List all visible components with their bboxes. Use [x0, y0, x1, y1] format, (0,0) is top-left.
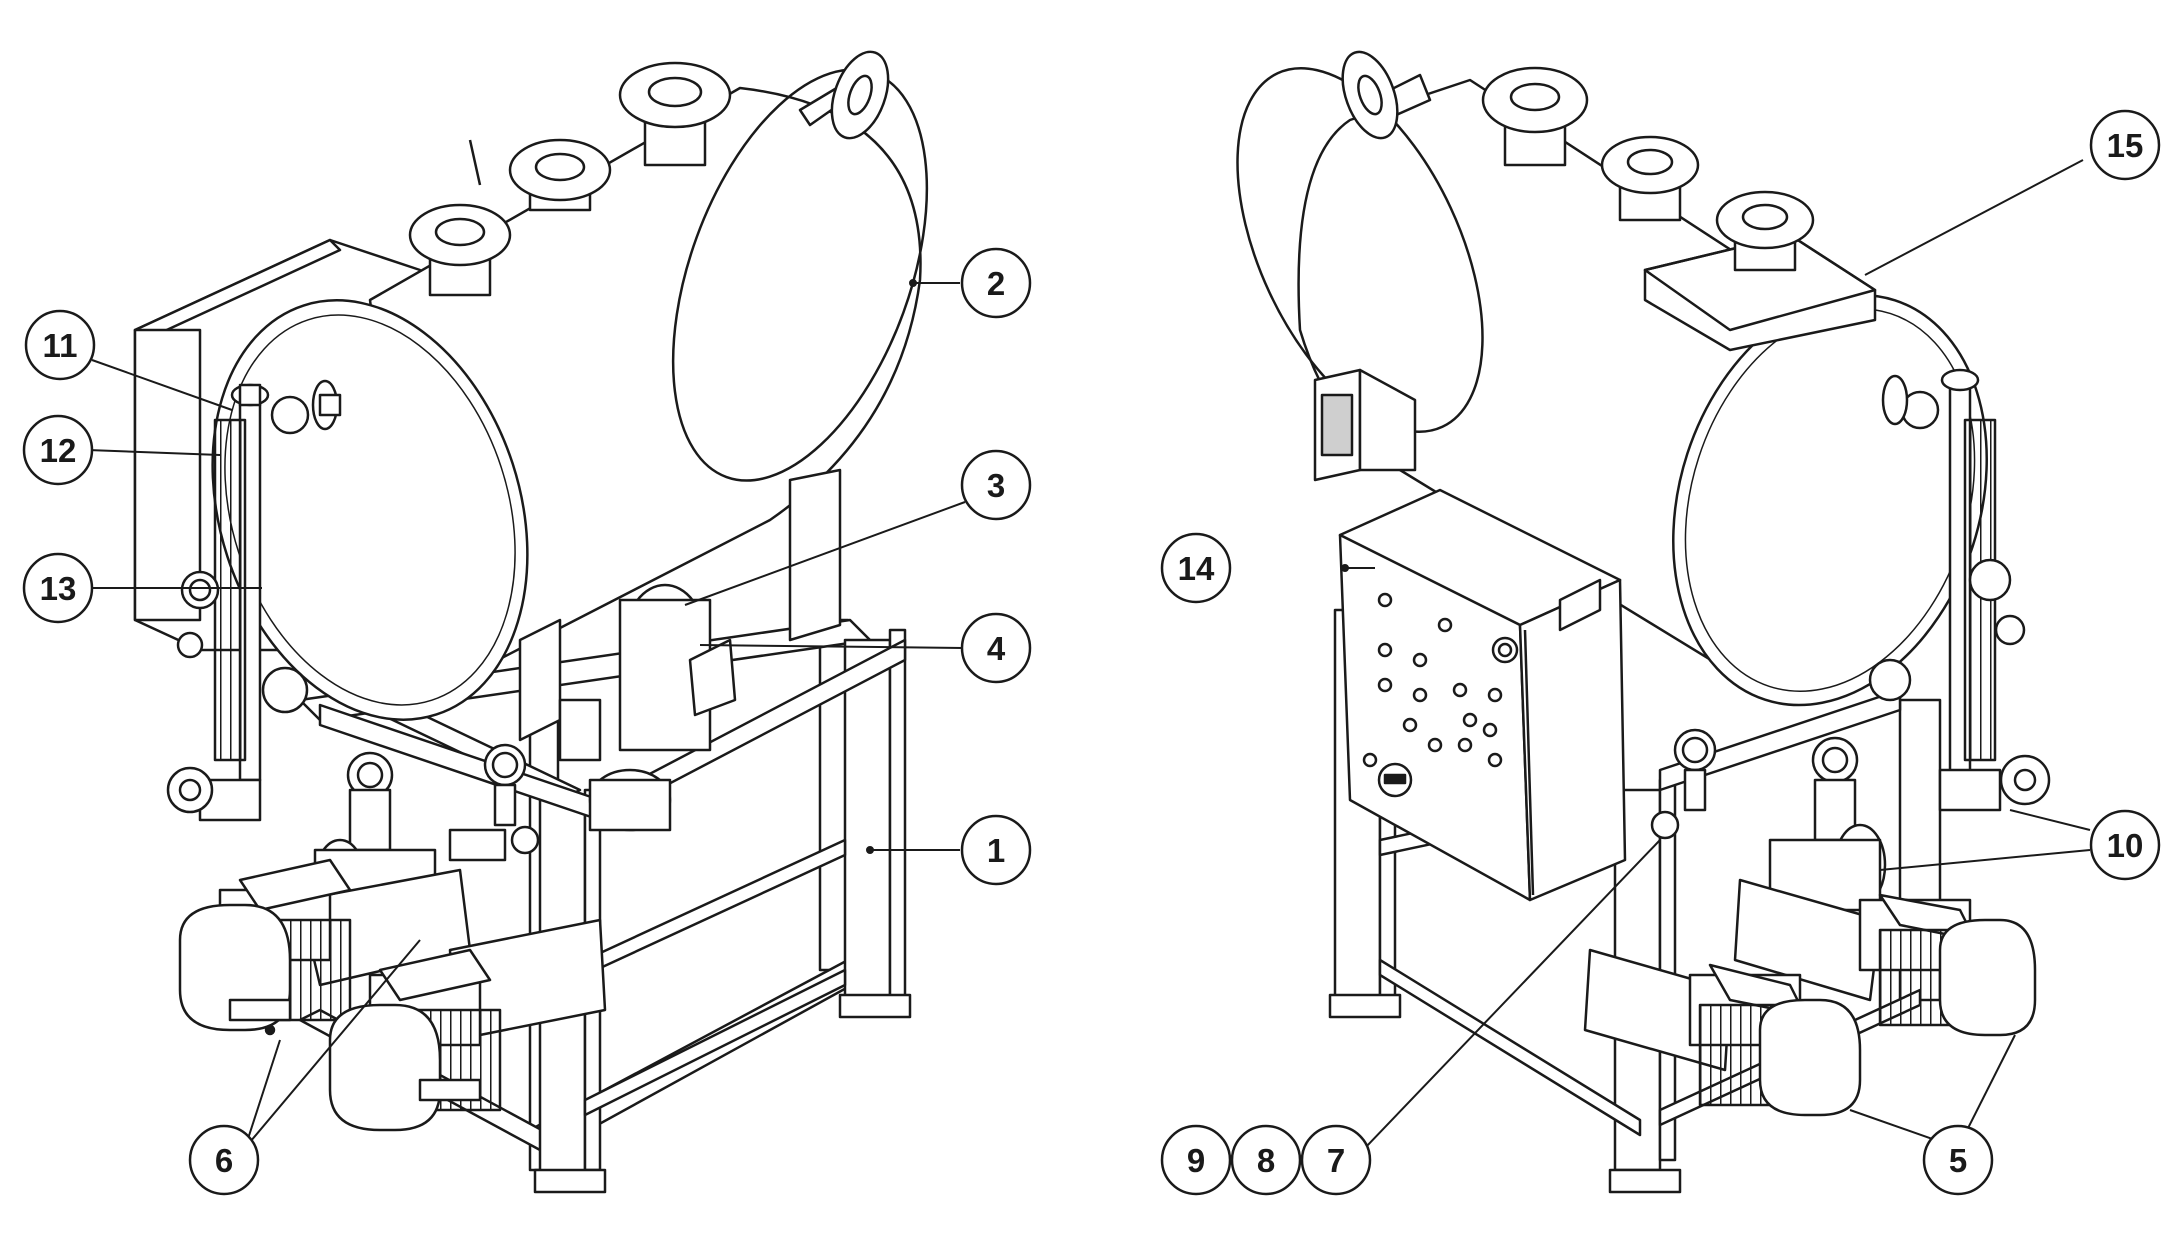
left-level-gauge [166, 379, 342, 822]
right-level-gauge [1868, 368, 2051, 812]
svg-text:6: 6 [215, 1142, 233, 1179]
callout-4: 4 [960, 612, 1032, 684]
left-pump-motors [178, 858, 607, 1132]
callout-2: 2 [960, 247, 1032, 319]
right-pump-motors [1583, 878, 2037, 1117]
callout-9: 9 [1160, 1124, 1232, 1196]
callout-7: 7 [1300, 1124, 1372, 1196]
svg-text:2: 2 [987, 265, 1005, 302]
svg-text:11: 11 [43, 327, 78, 364]
svg-text:5: 5 [1949, 1142, 1967, 1179]
right-control-cabinet [1338, 488, 1627, 902]
svg-text:8: 8 [1257, 1142, 1275, 1179]
right-nozzles [1341, 50, 1815, 272]
callout-11: 11 [24, 309, 96, 381]
callout-12: 12 [22, 414, 94, 486]
callout-1: 1 [960, 814, 1032, 886]
svg-text:13: 13 [40, 570, 77, 607]
callout-13: 13 [22, 552, 94, 624]
svg-text:12: 12 [40, 432, 77, 469]
svg-text:15: 15 [2107, 127, 2144, 164]
callout-14: 14 [1160, 532, 1232, 604]
right-view-drawing [1236, 50, 2051, 1194]
svg-text:4: 4 [987, 630, 1006, 667]
svg-text:10: 10 [2107, 827, 2144, 864]
callout-8: 8 [1230, 1124, 1302, 1196]
left-vessel [211, 50, 929, 742]
right-cabinet-buttons [1362, 592, 1519, 798]
leader-lines [87, 159, 2091, 1149]
svg-text:14: 14 [1178, 550, 1215, 587]
svg-text:9: 9 [1187, 1142, 1205, 1179]
svg-text:3: 3 [987, 467, 1005, 504]
callout-3: 3 [960, 449, 1032, 521]
callout-5: 5 [1922, 1124, 1994, 1196]
left-view-drawing [133, 50, 929, 1194]
svg-text:7: 7 [1327, 1142, 1345, 1179]
callout-10: 10 [2089, 809, 2161, 881]
left-nozzles [408, 50, 890, 297]
callout-bubbles: 1 2 3 4 5 6 7 8 [22, 109, 2161, 1196]
callout-15: 15 [2089, 109, 2161, 181]
svg-text:1: 1 [987, 832, 1005, 869]
callout-6: 6 [188, 1124, 260, 1196]
left-inner-pump [558, 583, 737, 832]
